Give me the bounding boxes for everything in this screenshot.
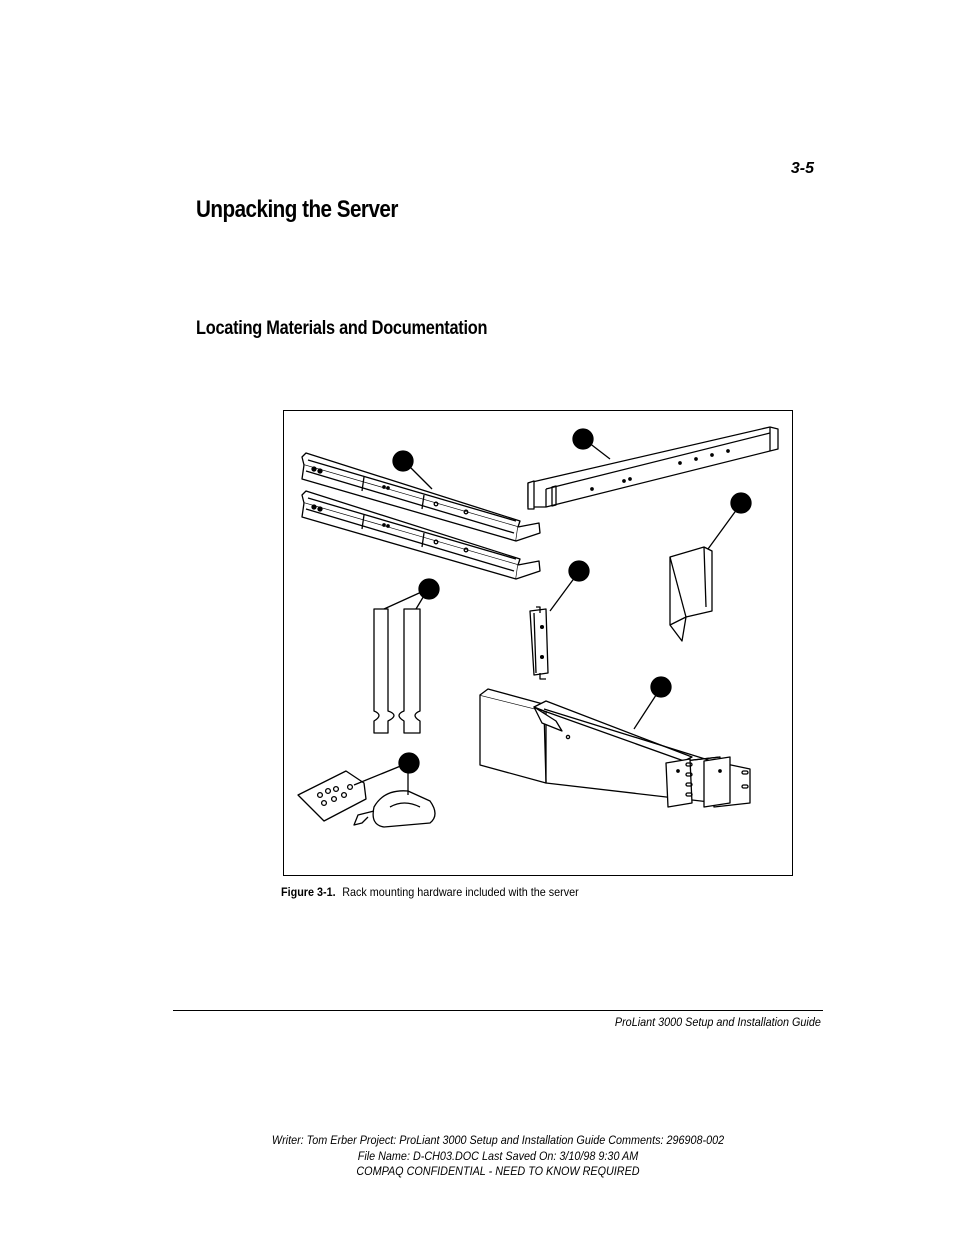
bent-bracket — [669, 546, 713, 642]
figure-label: Figure 3-1. — [281, 885, 336, 899]
callout-dot-rack-rail — [572, 428, 594, 450]
footer-meta-line-1: Writer: Tom Erber Project: ProLiant 3000… — [271, 1133, 725, 1147]
footer-guide-title: ProLiant 3000 Setup and Installation Gui… — [615, 1015, 821, 1029]
figure-caption: Figure 3-1. Rack mounting hardware includ… — [281, 885, 579, 899]
callout-dot-bags — [398, 752, 420, 774]
rack-rail-long — [527, 426, 779, 510]
callout-dot-tray — [650, 676, 672, 698]
cable-clip-strips — [373, 608, 421, 734]
page-number: 3-5 — [790, 160, 814, 177]
figure-frame — [283, 410, 793, 876]
footer-meta-line-2: File Name: D-CH03.DOC Last Saved On: 3/1… — [357, 1149, 639, 1163]
callout-dot-clips — [418, 578, 440, 600]
slide-rail-upper — [301, 452, 541, 542]
figure-caption-text: Rack mounting hardware included with the… — [342, 885, 579, 899]
page-title: Unpacking the Server — [196, 196, 398, 223]
footer-rule — [173, 1010, 823, 1011]
callout-leader-bracket — [707, 504, 741, 550]
flat-bracket — [529, 606, 549, 680]
section-title: Locating Materials and Documentation — [196, 318, 488, 339]
callout-leader-bags-a — [353, 762, 409, 786]
footer-meta-line-3: COMPAQ CONFIDENTIAL - NEED TO KNOW REQUI… — [356, 1164, 640, 1178]
rack-hardware-illustration — [297, 426, 779, 828]
slide-rail-lower — [301, 490, 541, 580]
callout-dot-bracket — [730, 492, 752, 514]
cable-tray — [479, 688, 751, 808]
hardware-bags — [297, 770, 436, 828]
callout-dot-flat-bracket — [568, 560, 590, 582]
callout-dot-rails — [392, 450, 414, 472]
